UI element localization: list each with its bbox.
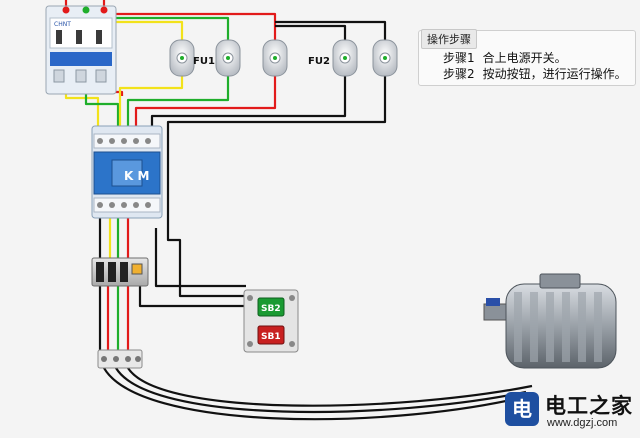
wire-motor-cable-1 (103, 367, 521, 421)
wire-green-out (84, 88, 120, 128)
button-label-sb1: SB1 (261, 332, 281, 342)
step-text: 按动按钮，进行运行操作。 (482, 67, 627, 81)
wire-black-fu2b (275, 20, 387, 42)
contactor-km[interactable]: K M (91, 125, 163, 219)
step-1: 步骤1 合上电源开关。 (443, 49, 567, 66)
fuse-label-fu2: FU2 (308, 56, 330, 67)
wire-red-bus (104, 12, 277, 42)
watermark-logo: 电 (505, 392, 539, 426)
button-label-sb2: SB2 (261, 304, 281, 314)
panel-title: 操作步骤 (421, 29, 477, 49)
thermal-relay[interactable] (91, 257, 149, 287)
fuse-group-fu2: FU2 (308, 39, 398, 77)
fuse[interactable] (262, 39, 288, 77)
wire-fu1-yellow (118, 76, 184, 128)
motor[interactable] (483, 273, 617, 369)
wire-motor-cable-2 (115, 367, 527, 414)
wire-fu2-a (150, 76, 347, 128)
watermark: 电 电工之家 www.dgzj.com (505, 390, 635, 434)
wire-fu1-green (126, 76, 230, 128)
watermark-url: www.dgzj.com (547, 417, 618, 429)
fuse[interactable] (332, 39, 358, 77)
fuse[interactable] (372, 39, 398, 77)
start-button-sb2[interactable]: SB2 (257, 297, 285, 317)
watermark-title: 电工之家 (545, 394, 633, 418)
step-label: 步骤1 (443, 51, 475, 65)
wire-motor-cable-3 (127, 367, 533, 407)
instruction-panel: 操作步骤 步骤1 合上电源开关。 步骤2 按动按钮，进行运行操作。 (418, 29, 636, 86)
fuse-label-fu1: FU1 (193, 56, 215, 67)
step-label: 步骤2 (443, 67, 475, 81)
step-2: 步骤2 按动按钮，进行运行操作。 (443, 65, 627, 82)
terminal-block (97, 349, 143, 369)
breaker-brand: CHNT (54, 21, 71, 28)
fuse[interactable] (169, 39, 195, 77)
stop-button-sb1[interactable]: SB1 (257, 325, 285, 345)
wire-ctrl-c (154, 228, 246, 288)
wire-fu1-red (134, 76, 277, 128)
step-text: 合上电源开关。 (482, 51, 567, 65)
fuse-group-fu1: FU1 (169, 39, 288, 77)
fuse[interactable] (215, 39, 241, 77)
contactor-label: K M (124, 169, 149, 183)
wire-black-fu2a (275, 24, 347, 42)
button-station: SB2 SB1 (243, 289, 299, 353)
wire-fu2-b (166, 76, 387, 298)
circuit-breaker[interactable]: CHNT (45, 5, 117, 95)
